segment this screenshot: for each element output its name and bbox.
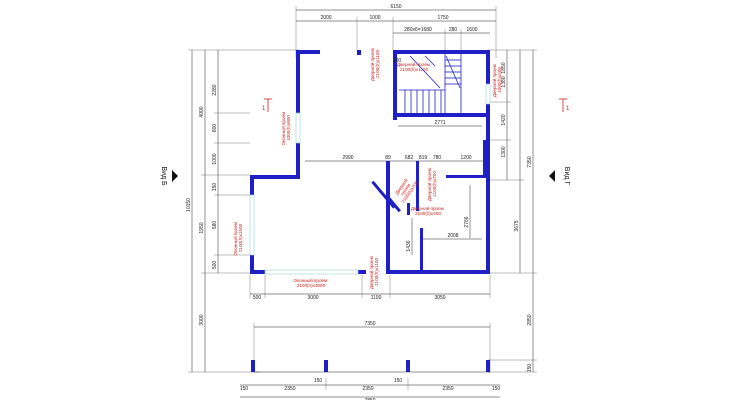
dimensions-interior: 2990 89 682 819 780 1200 2771 2766 2008 … bbox=[342, 58, 471, 252]
dim-inner: 2766 bbox=[464, 216, 470, 227]
dim-top-seg: 2000 bbox=[320, 15, 331, 21]
dimensions-right: 1850 1380 1420 1300 7350 3675 2850 150 bbox=[501, 62, 533, 372]
dim-left: 580 bbox=[212, 221, 218, 230]
dim-right: 1300 bbox=[501, 146, 507, 157]
view-label-right: Вид Г bbox=[563, 167, 570, 186]
section-label-right: 1 bbox=[566, 106, 570, 112]
arrow-left-icon bbox=[549, 170, 555, 182]
dim-bottom: 3000 bbox=[307, 295, 318, 301]
dim-right: 1850 bbox=[501, 62, 507, 73]
dim-top-seg: 1000 bbox=[369, 15, 380, 21]
dim-left: 150 bbox=[212, 183, 218, 192]
dim-top-seg: 1750 bbox=[437, 15, 448, 21]
view-label-left: Вид Б bbox=[160, 166, 167, 186]
dim-bottom: 3050 bbox=[434, 295, 445, 301]
dim-inner: 1436 bbox=[406, 240, 412, 251]
dim-inner: 2008 bbox=[447, 233, 458, 239]
dim-left: 800 bbox=[212, 124, 218, 133]
dim-right: 1380 bbox=[501, 76, 507, 87]
dim-inner: 130 bbox=[393, 58, 402, 64]
dim-inner: 2771 bbox=[434, 120, 445, 126]
opening-labels: Дверной проем 2100(h)х1100 Дверной проем… bbox=[232, 47, 502, 289]
staircase bbox=[399, 54, 462, 113]
dim-bottom: 150 bbox=[492, 386, 501, 392]
diag-door2-label: Дверной проем 2100(h)х700 bbox=[426, 167, 437, 201]
dim-left: 4000 bbox=[199, 106, 205, 117]
dim-right: 7350 bbox=[527, 156, 533, 167]
view-marker-right: Вид Г bbox=[549, 167, 570, 186]
window-left-upper bbox=[295, 112, 301, 144]
diag-door1-label: Дверной проем 2100(h)х700 bbox=[392, 173, 420, 204]
dim-left: 500 bbox=[212, 261, 218, 270]
porch-columns bbox=[251, 360, 490, 373]
dim-bottom: 1100 bbox=[371, 295, 382, 301]
section-marker-left: 1 bbox=[262, 98, 272, 112]
bottom-door-label: Дверной проем 2100(h)х1100 bbox=[368, 255, 379, 289]
dim-bottom: 2350 bbox=[442, 386, 453, 392]
dim-bottom: 500 bbox=[253, 295, 262, 301]
dim-bottom: 2350 bbox=[284, 386, 295, 392]
diag-door3-label: Дверной проем 2100(h)х700 bbox=[411, 205, 445, 216]
dim-left: 1000 bbox=[212, 153, 218, 164]
dim-left: 2280 bbox=[212, 84, 218, 95]
dim-top-overall: 6150 bbox=[390, 4, 401, 10]
window-left-lower bbox=[249, 194, 255, 256]
view-marker-left: Вид Б bbox=[160, 166, 178, 186]
dim-bottom: 150 bbox=[314, 378, 323, 384]
dim-inner: 2990 bbox=[342, 155, 353, 161]
dim-stair-row: 1600 bbox=[466, 27, 477, 33]
dim-bottom-last: 7850 bbox=[364, 398, 375, 400]
dim-right: 2850 bbox=[527, 314, 533, 325]
dim-stair-row: 280 bbox=[449, 27, 458, 33]
window-stair-right bbox=[485, 83, 491, 105]
dim-stair-row: 280x6=1680 bbox=[404, 27, 432, 33]
left-window-upper-label: Оконный проем 1000(h)х800 bbox=[280, 111, 291, 146]
arrow-right-icon bbox=[172, 170, 178, 182]
section-label-left: 1 bbox=[262, 106, 266, 112]
dimension-lines bbox=[188, 6, 537, 398]
right-door-label: Дверной проем 1000(h)х200 bbox=[491, 63, 502, 97]
dim-inner: 682 bbox=[405, 155, 414, 161]
dim-left: 1950 bbox=[199, 222, 205, 233]
dim-inner: 89 bbox=[385, 155, 391, 161]
dim-right: 150 bbox=[527, 364, 533, 373]
stair-door-label: Дверной проем 2100(h)х1100 bbox=[369, 47, 380, 81]
dim-bottom: 2350 bbox=[362, 386, 373, 392]
dim-left: 3000 bbox=[199, 314, 205, 325]
window-bottom bbox=[264, 269, 359, 275]
dimensions-left: 10150 4000 2280 800 1000 1950 150 580 50… bbox=[186, 84, 218, 325]
dim-inner: 819 bbox=[419, 155, 428, 161]
dim-inner: 780 bbox=[433, 155, 442, 161]
windows bbox=[249, 83, 491, 275]
left-window-lower-label: Оконный проем 2100(h)х1500 bbox=[232, 221, 243, 256]
dimensions-bottom: 500 3000 1100 3050 7350 150 2350 150 235… bbox=[240, 295, 501, 400]
bottom-window-label: Оконный проем 2100(h)х3000 bbox=[294, 277, 329, 288]
dim-bottom: 150 bbox=[394, 378, 403, 384]
dim-left-overall: 10150 bbox=[186, 198, 192, 212]
dim-inner: 1200 bbox=[460, 155, 471, 161]
section-marker-right: 1 bbox=[559, 98, 570, 112]
dim-porch-total: 7350 bbox=[364, 321, 375, 327]
dimensions-top: 6150 2000 1000 1750 280x6=1680 280 1600 bbox=[320, 4, 477, 33]
dim-bottom: 150 bbox=[240, 386, 249, 392]
dim-right: 1420 bbox=[501, 114, 507, 125]
dim-right: 3675 bbox=[514, 220, 520, 231]
stair-door-label-2: Дверной проем 2100(h)х1100 bbox=[397, 61, 431, 72]
